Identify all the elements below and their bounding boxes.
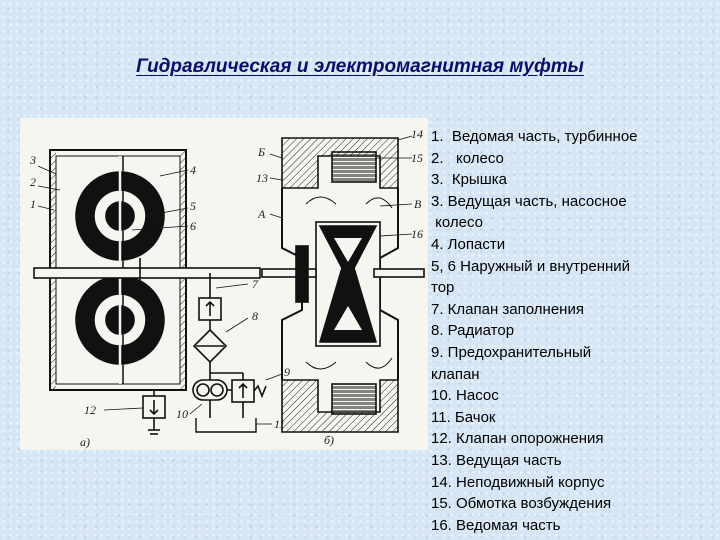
callout-15: 15 [411, 151, 423, 165]
legend-item: 16. Ведомая часть [431, 516, 561, 534]
callout-12: 12 [84, 403, 96, 417]
legend-item: 12. Клапан опорожнения [431, 430, 604, 448]
clutch-diagram-figure: 3 2 1 4 5 6 7 8 9 10 11 12 а) 14 15 Б 13… [20, 118, 428, 450]
callout-6: 6 [190, 219, 196, 233]
callout-v-letter: В [414, 197, 422, 211]
callout-4: 4 [190, 163, 196, 177]
legend-item: 1. Ведомая часть, турбинное [431, 128, 638, 145]
legend-item: 5, 6 Наружный и внутренний [431, 257, 631, 275]
legend-item: 8. Радиатор [431, 322, 515, 340]
legend-item: 9. Предохранительный [431, 343, 592, 361]
electromagnetic-coupling-drawing [261, 135, 425, 433]
legend-item: 15. Обмотка возбуждения [431, 495, 612, 513]
caption-a: а) [80, 435, 90, 449]
callout-10: 10 [176, 407, 188, 421]
callout-a-letter: А [257, 207, 266, 221]
legend-item: 7. Клапан заполнения [431, 300, 584, 318]
callout-16: 16 [411, 227, 423, 241]
parts-legend: 1. Ведомая часть, турбинное 2. колесо 3.… [431, 126, 716, 536]
callout-3: 3 [29, 153, 36, 167]
callout-14: 14 [411, 127, 423, 141]
caption-b: б) [324, 433, 334, 447]
callout-9: 9 [284, 365, 290, 379]
callout-2: 2 [30, 175, 36, 189]
legend-item: 2. колесо [431, 149, 504, 167]
callout-7: 7 [252, 277, 259, 291]
callout-b-letter: Б [257, 145, 265, 159]
legend-item: 14. Неподвижный корпус [431, 473, 605, 491]
legend-item: 4. Лопасти [431, 235, 506, 253]
callout-1: 1 [30, 197, 36, 211]
legend-item: колесо [431, 214, 484, 232]
legend-item: 10. Насос [431, 387, 499, 405]
page-title: Гидравлическая и электромагнитная муфты [136, 56, 584, 77]
callout-11: 11 [274, 417, 285, 431]
hydraulic-coupling-drawing [33, 149, 283, 435]
legend-item: 3. Крышка [431, 171, 507, 189]
legend-item: 13. Ведущая часть [431, 451, 562, 469]
legend-item: 3. Ведущая часть, насосное [431, 192, 627, 210]
callout-5: 5 [190, 199, 196, 213]
callout-13: 13 [256, 171, 268, 185]
callout-8: 8 [252, 309, 258, 323]
clutch-diagram-svg: 3 2 1 4 5 6 7 8 9 10 11 12 а) 14 15 Б 13… [29, 127, 425, 449]
legend-item: тор [431, 279, 455, 297]
legend-item: 11. Бачок [431, 408, 496, 426]
legend-item: клапан [431, 365, 480, 383]
